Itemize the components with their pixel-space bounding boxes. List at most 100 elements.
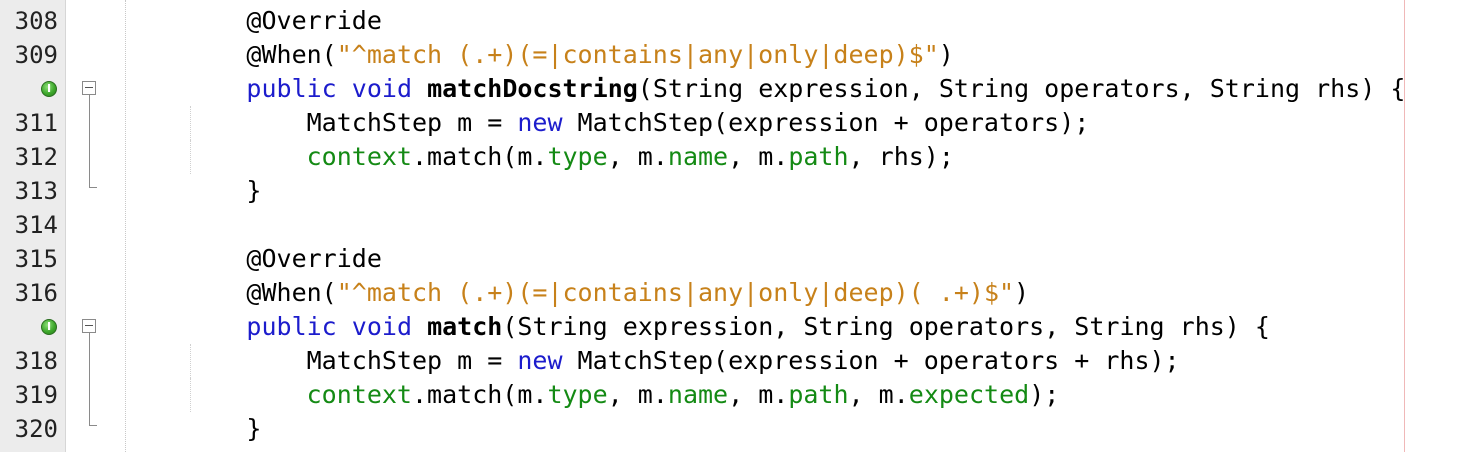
code-line[interactable]: 313 } [0,174,1464,208]
code-token [412,312,427,341]
code-line[interactable]: 308 @Override [0,4,1464,38]
code-token: , m. [728,380,789,409]
fold-guide [89,106,90,140]
line-number: 320 [14,415,58,443]
code-line[interactable]: 309 @When("^match (.+)(=|contains|any|on… [0,38,1464,72]
fold-end-marker [89,174,97,188]
line-number: 316 [14,279,58,307]
code-token: new [517,346,563,375]
code-text[interactable]: @When("^match (.+)(=|contains|any|only|d… [126,38,954,72]
fold-guide [89,95,90,106]
code-text[interactable]: context.match(m.type, m.name, m.path, m.… [126,378,1060,412]
code-token: } [126,414,262,443]
code-token: .match(m. [411,380,548,409]
line-number: 313 [14,177,58,205]
code-token: MatchStep(expression + operators + rhs); [562,346,1180,375]
code-line[interactable]: 314 [0,208,1464,242]
code-line[interactable]: 320 } [0,412,1464,446]
code-token [126,6,246,35]
implements-method-icon[interactable]: I [41,319,57,335]
code-token: matchDocstring [427,74,638,103]
code-token [337,312,352,341]
code-token: , m. [728,142,789,171]
line-number-gutter[interactable] [0,0,66,452]
code-text[interactable]: @When("^match (.+)(=|contains|any|only|d… [126,276,1029,310]
line-number: 309 [14,41,58,69]
code-text[interactable]: public void matchDocstring(String expres… [126,72,1405,106]
fold-end-marker [89,412,97,426]
code-token: ) [938,40,954,69]
line-number: 311 [14,109,58,137]
code-token: void [351,74,413,103]
fold-guide [89,378,90,412]
code-line[interactable]: 316 @When("^match (.+)(=|contains|any|on… [0,276,1464,310]
code-token [126,380,307,409]
code-token [412,74,427,103]
code-token: name [667,380,729,409]
code-text[interactable]: public void match(String expression, Str… [126,310,1270,344]
code-token [126,312,246,341]
code-line[interactable]: I public void match(String expression, S… [0,310,1464,344]
code-text[interactable]: context.match(m.type, m.name, m.path, rh… [126,140,954,174]
line-number: 315 [14,245,58,273]
code-token: , m. [607,142,668,171]
code-line[interactable]: 312 context.match(m.type, m.name, m.path… [0,140,1464,174]
code-token: @When( [246,278,337,307]
code-token: , m. [848,380,909,409]
line-number: 318 [14,347,58,375]
code-token: new [517,108,563,137]
collapse-fold-icon[interactable] [82,81,96,95]
code-token: MatchStep m = [126,346,518,375]
code-token [337,74,352,103]
code-token: ) [1014,278,1030,307]
code-token: @When( [246,40,337,69]
code-token: path [788,142,849,171]
code-token: name [667,142,729,171]
implements-method-icon[interactable]: I [41,81,57,97]
code-token [126,278,246,307]
code-token: "^match (.+)(=|contains|any|only|deep)$" [336,40,939,69]
gutter-divider [125,0,126,452]
code-token: type [547,380,608,409]
code-token: (String expression, String operators, St… [637,74,1406,103]
fold-gutter [66,0,126,452]
code-token: void [351,312,413,341]
code-line[interactable]: 319 context.match(m.type, m.name, m.path… [0,378,1464,412]
code-token: public [246,74,337,103]
code-text[interactable]: @Override [126,242,382,276]
fold-guide [89,140,90,174]
code-token: @Override [246,6,382,35]
indent-guide [190,378,191,412]
code-token: context [306,142,412,171]
code-token: MatchStep m = [126,108,518,137]
collapse-fold-icon[interactable] [82,319,96,333]
line-number: 314 [14,211,58,239]
code-token: type [547,142,608,171]
code-line[interactable]: 318 MatchStep m = new MatchStep(expressi… [0,344,1464,378]
code-token: ); [1029,380,1060,409]
fold-guide [89,333,90,344]
code-text[interactable]: MatchStep m = new MatchStep(expression +… [126,344,1180,378]
code-token: public [246,312,337,341]
line-number: 312 [14,143,58,171]
code-token [126,142,307,171]
code-text[interactable]: MatchStep m = new MatchStep(expression +… [126,106,1090,140]
code-token: path [788,380,849,409]
code-token: expected [908,380,1030,409]
code-line[interactable]: 311 MatchStep m = new MatchStep(expressi… [0,106,1464,140]
indent-guide [190,106,191,140]
line-number: 308 [14,7,58,35]
code-text[interactable]: @Override [126,4,382,38]
code-token [126,40,246,69]
code-token: .match(m. [411,142,548,171]
code-text[interactable]: } [126,412,261,446]
code-text[interactable]: } [126,174,261,208]
code-token [126,74,246,103]
code-token: context [306,380,412,409]
code-line[interactable]: I public void matchDocstring(String expr… [0,72,1464,106]
code-line[interactable]: 315 @Override [0,242,1464,276]
indent-guide [190,344,191,378]
code-token: @Override [246,244,382,273]
code-token: "^match (.+)(=|contains|any|only|deep)( … [336,278,1015,307]
